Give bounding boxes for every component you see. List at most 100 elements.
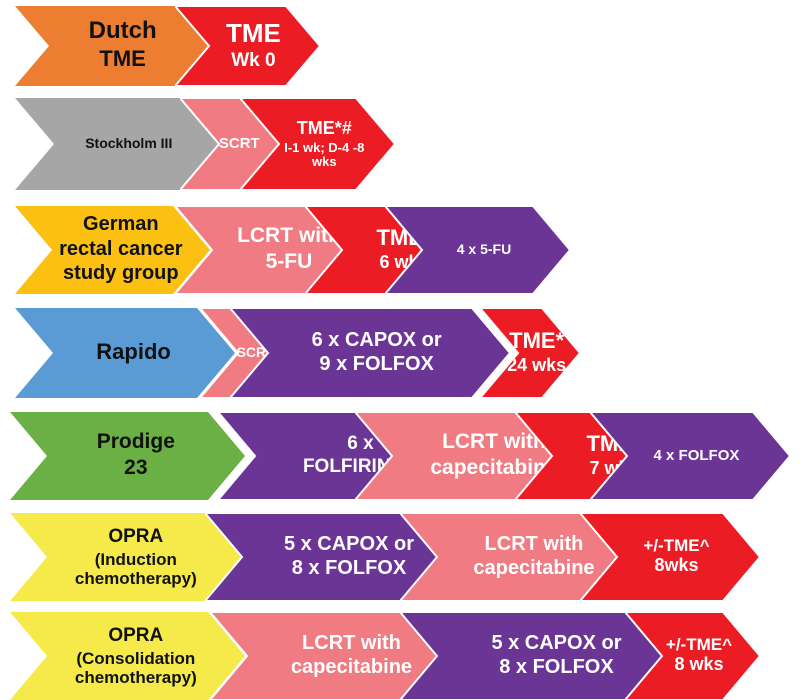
- chevron-fill: [385, 206, 570, 294]
- segment-label-line: LCRT with: [237, 224, 341, 248]
- segment-label-line: OPRA: [108, 625, 164, 647]
- chemotherapy-arrow: 4 x 5-FU: [385, 206, 570, 294]
- segment-label-line: Stockholm III: [85, 135, 173, 152]
- chevron-shape: [10, 612, 245, 700]
- chevron-fill: [175, 6, 320, 86]
- segment-label-line: capecitabine: [290, 656, 413, 678]
- segment-label: +/-TME^8 wks: [658, 612, 739, 700]
- surgery-arrow: TME*24 wks: [480, 308, 580, 398]
- chevron-shape: [240, 98, 395, 190]
- segment-label-line: study group: [63, 262, 179, 285]
- segment-label-line: capecitabine: [473, 557, 595, 579]
- segment-label-line: TME: [99, 46, 146, 72]
- chevron-shape: [205, 513, 480, 601]
- chevron-fill: [240, 98, 395, 190]
- segment-label-line: wks: [312, 154, 337, 170]
- chevron-fill: [15, 206, 210, 294]
- chevron-shape: [580, 513, 760, 601]
- segment-label-line: 9 x FOLFOX: [319, 353, 434, 375]
- chevron-shape: [625, 612, 760, 700]
- chemotherapy-arrow: 4 x FOLFOX: [590, 412, 790, 500]
- chevron-shape: [400, 612, 700, 700]
- chevron-fill: [230, 308, 510, 398]
- segment-label-line: rectal cancer: [59, 237, 183, 260]
- chevron-fill: [625, 612, 760, 700]
- chevron-shape: [15, 206, 210, 294]
- chevron-fill: [590, 412, 790, 500]
- segment-label-line: 4 x FOLFOX: [653, 446, 740, 464]
- segment-label-line: Rapido: [96, 338, 171, 364]
- chevron-shape: [15, 308, 235, 398]
- chevron-fill: [15, 308, 235, 398]
- segment-label-line: 8 x FOLFOX: [291, 557, 407, 579]
- surgery-arrow: +/-TME^8wks: [580, 513, 760, 601]
- segment-label-line: capecitabine: [430, 456, 558, 479]
- segment-label-line: 6 x: [347, 432, 374, 454]
- trial-name-arrow: Stockholm III: [15, 98, 225, 190]
- segment-label: +/-TME^8wks: [613, 513, 739, 601]
- chevron-fill: [400, 612, 700, 700]
- surgery-arrow: +/-TME^8 wks: [625, 612, 760, 700]
- chevron-shape: [210, 612, 480, 700]
- chevron-fill: [15, 98, 225, 190]
- chevron-shape: [480, 308, 580, 398]
- segment-label-line: TME: [225, 17, 281, 48]
- segment-label-line: 8 x FOLFOX: [499, 656, 614, 678]
- segment-label-line: chemotherapy): [74, 568, 197, 588]
- segment-label: Stockholm III: [54, 98, 204, 190]
- segment-label: TME*24 wks: [507, 308, 566, 398]
- chevron-shape: [15, 98, 225, 190]
- segment-label-line: TME*: [509, 327, 565, 353]
- segment-label-line: (Induction: [94, 549, 177, 569]
- segment-label-line: 8wks: [654, 555, 699, 576]
- segment-label: 4 x FOLFOX: [623, 412, 769, 500]
- segment-label-line: SCRT: [218, 134, 260, 152]
- chevron-shape: [10, 513, 245, 601]
- segment-label-line: chemotherapy): [74, 667, 197, 687]
- segment-label-line: 6 x CAPOX or: [311, 328, 442, 351]
- segment-label-line: +/-TME^: [643, 536, 710, 556]
- segment-label-line: 8 wks: [674, 654, 724, 675]
- chevron-fill: [210, 612, 480, 700]
- chevron-shape: [590, 412, 790, 500]
- segment-label-line: 23: [124, 456, 148, 479]
- segment-label-line: LCRT with: [442, 430, 546, 454]
- segment-label-line: 5-FU: [265, 250, 313, 273]
- chevron-fill: [480, 308, 580, 398]
- segment-label: 4 x 5-FU: [418, 206, 549, 294]
- chevron-fill: [205, 513, 480, 601]
- chevron-shape: [400, 513, 655, 601]
- chevron-fill: [10, 612, 245, 700]
- segment-label-line: 4 x 5-FU: [456, 241, 512, 258]
- segment-label: Rapido: [53, 308, 214, 398]
- chevron-fill: [580, 513, 760, 601]
- chevron-shape: [385, 206, 570, 294]
- segment-label-line: German: [83, 213, 159, 236]
- segment-label-line: Wk 0: [231, 49, 276, 71]
